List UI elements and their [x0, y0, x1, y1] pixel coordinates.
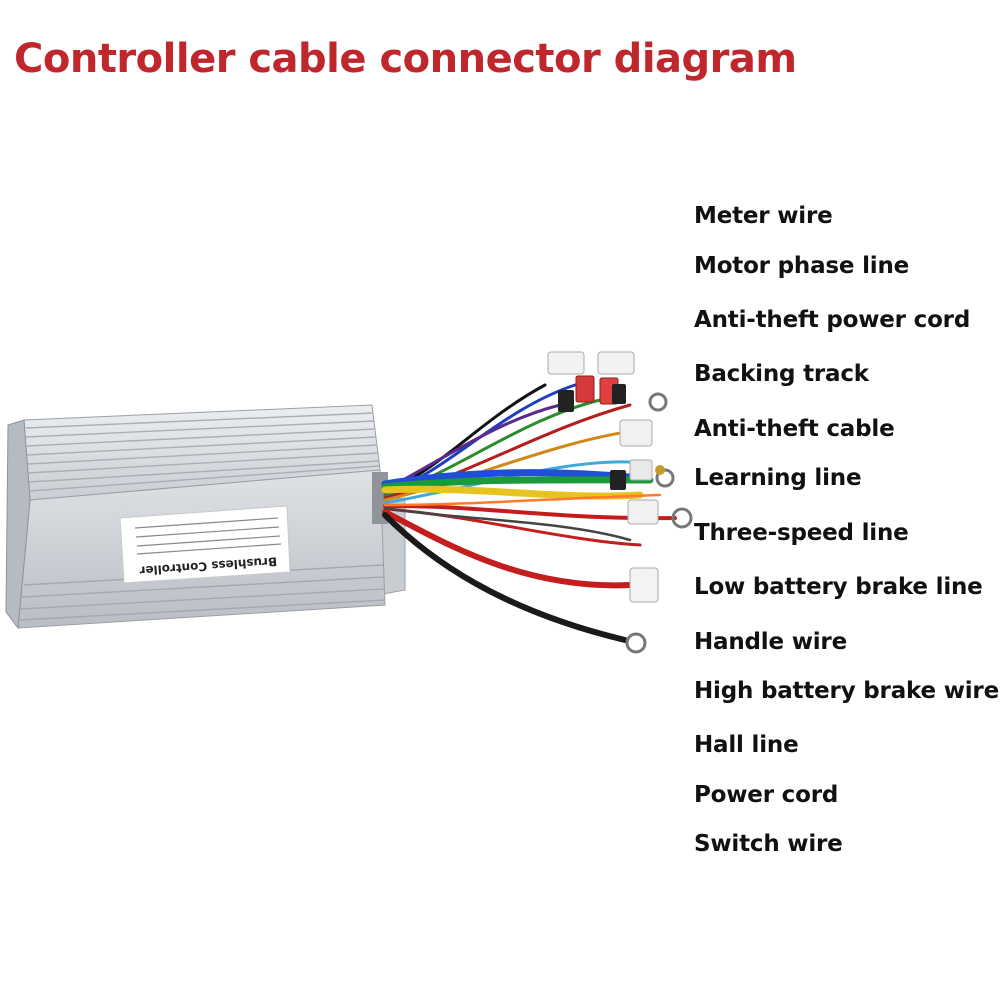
diagram-title: Controller cable connector diagram — [14, 36, 797, 82]
controller-housing: Brushless Controller — [5, 404, 406, 630]
label-hall-line: Hall line — [694, 732, 799, 758]
label-backing-track: Backing track — [694, 361, 869, 387]
label-switch-wire: Switch wire — [694, 831, 843, 857]
label-anti-theft-power-cord: Anti-theft power cord — [694, 307, 971, 333]
label-low-battery-brake-line: Low battery brake line — [694, 574, 983, 600]
label-meter-wire: Meter wire — [694, 203, 833, 229]
connectors — [547, 351, 693, 654]
label-handle-wire: Handle wire — [694, 629, 847, 655]
label-three-speed-line: Three-speed line — [694, 520, 909, 546]
label-anti-theft-cable: Anti-theft cable — [694, 416, 895, 442]
label-learning-line: Learning line — [694, 465, 862, 491]
cable-bundle — [381, 383, 677, 643]
label-power-cord: Power cord — [694, 782, 839, 808]
label-motor-phase-line: Motor phase line — [694, 253, 910, 279]
label-high-battery-brake-wire: High battery brake wire — [694, 678, 999, 704]
